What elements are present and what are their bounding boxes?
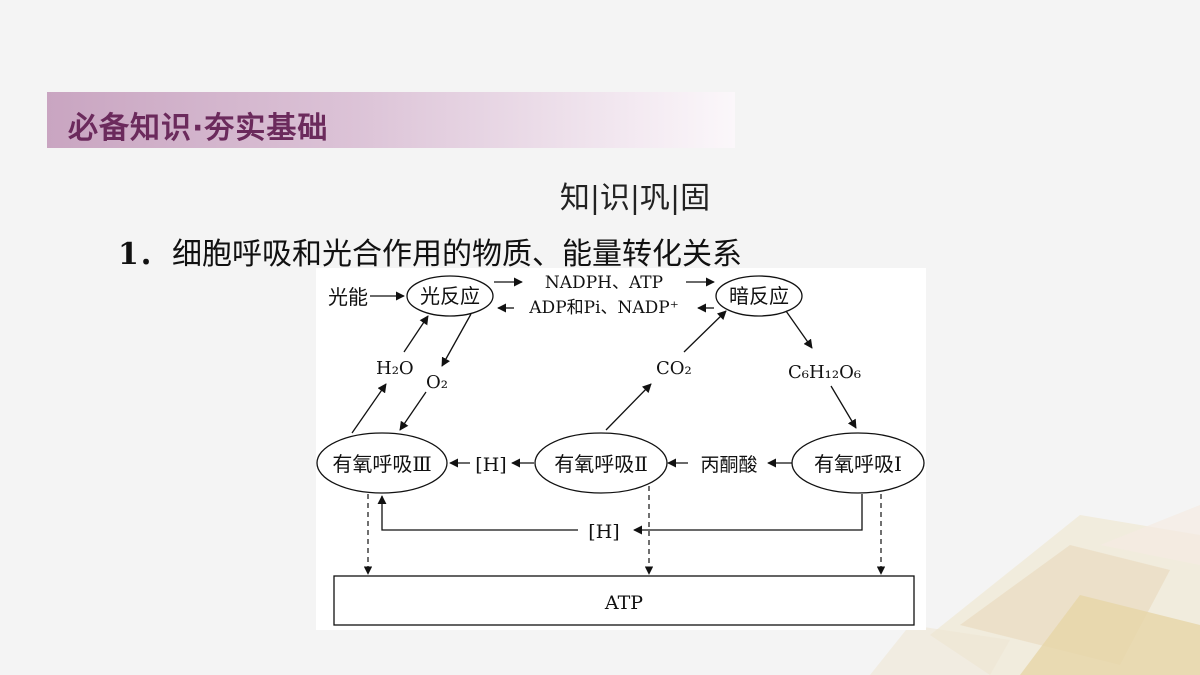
subtitle: 知|识|巩|固 [559, 181, 711, 216]
arrow-glucose-aerobic1 [830, 385, 857, 429]
header-bar [47, 92, 735, 148]
metabolism-diagram: 光能 光反应 暗反应 NADPH、ATP ADP和Pi、NADP⁺ H₂O O₂… [316, 268, 926, 630]
arrow-aerobic2-co2 [605, 383, 652, 431]
atp-box [333, 575, 915, 626]
h-bottom-label: [H] [588, 521, 619, 543]
aerobic3-label: 有氧呼吸Ⅲ [332, 452, 431, 476]
arrow-co2-dark [683, 310, 727, 353]
dark-reaction-node [715, 275, 803, 317]
aerobic2-node [534, 432, 668, 494]
oxygen-label: O₂ [426, 372, 448, 393]
pyruvate-label: 丙酮酸 [700, 454, 757, 476]
aerobic2-label: 有氧呼吸Ⅱ [554, 452, 648, 476]
book-decoration [870, 505, 1200, 675]
arrow-water-light [403, 315, 429, 353]
arrow-h-bottom-aerobic3 [377, 495, 578, 531]
page-title: 必备知识·夯实基础 [68, 111, 329, 146]
water-label: H₂O [376, 358, 414, 379]
section-title: 细胞呼吸和光合作用的物质、能量转化关系 [172, 237, 742, 272]
dashed-atp-arrows [363, 486, 886, 575]
light-reaction-node [406, 275, 494, 317]
arrow-oxygen-aerobic3 [399, 391, 427, 431]
co2-label: CO₂ [656, 358, 692, 379]
arrow-dark-glucose [785, 310, 813, 349]
to-light-label: ADP和Pi、NADP⁺ [528, 298, 678, 318]
atp-label: ATP [604, 592, 643, 614]
arrows [351, 277, 863, 535]
arrow-aerobic3-water [351, 383, 387, 434]
h-between-label: [H] [475, 454, 506, 476]
to-dark-label: NADPH、ATP [545, 273, 663, 293]
section-number: 1． [118, 237, 169, 272]
light-energy-label: 光能 [328, 285, 368, 309]
aerobic1-label: 有氧呼吸Ⅰ [814, 452, 902, 476]
dark-reaction-label: 暗反应 [729, 284, 789, 308]
aerobic3-node [316, 432, 448, 494]
light-reaction-label: 光反应 [420, 284, 480, 308]
arrow-light-oxygen [441, 313, 472, 367]
glucose-label: C₆H₁₂O₆ [788, 362, 861, 383]
arrow-aerobic1-h-bottom [633, 494, 863, 535]
